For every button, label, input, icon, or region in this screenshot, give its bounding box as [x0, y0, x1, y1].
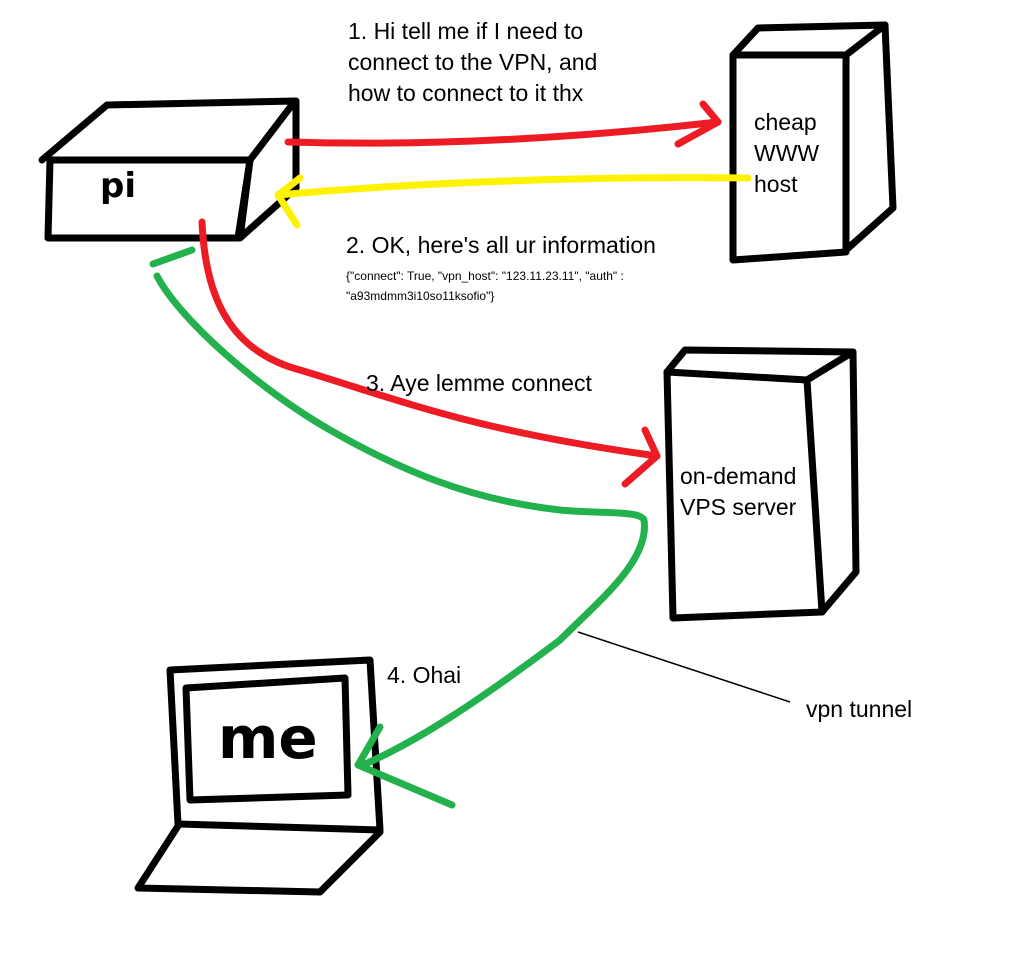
www-host-label: cheap WWW host — [754, 109, 820, 197]
step-3-label: 3. Aye lemme connect — [366, 370, 592, 396]
laptop-icon — [134, 656, 384, 896]
vps-server-label: on-demand VPS server — [680, 463, 797, 520]
pi-label: pi — [100, 166, 136, 206]
vps-server-icon — [663, 346, 860, 622]
vpn-tunnel-path — [149, 246, 648, 809]
laptop-label: me — [218, 704, 318, 772]
pi-device-icon — [38, 97, 300, 242]
response-arrow — [274, 174, 752, 229]
connect-arrow — [198, 218, 661, 488]
step-1-label: 1. Hi tell me if I need to connect to th… — [348, 18, 598, 106]
request-arrow — [284, 100, 722, 148]
www-host-server-icon — [729, 21, 897, 264]
step-4-label: 4. Ohai — [387, 662, 462, 688]
step-2-label: 2. OK, here's all ur information — [346, 232, 656, 258]
vpn-tunnel-leader-line — [577, 631, 791, 703]
vpn-tunnel-label: vpn tunnel — [806, 696, 913, 722]
step-2-detail: {"connect": True, "vpn_host": "123.11.23… — [346, 269, 624, 303]
